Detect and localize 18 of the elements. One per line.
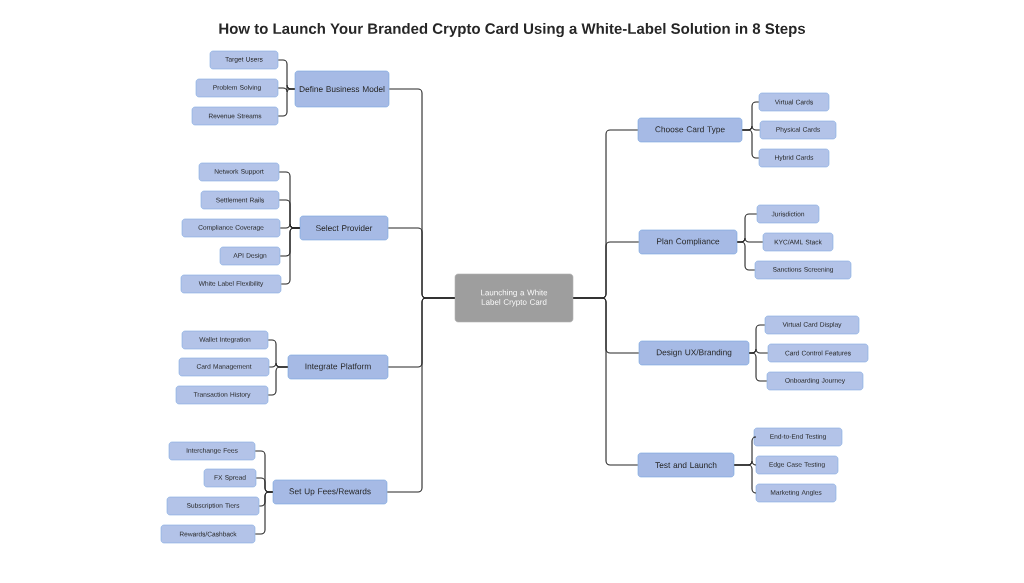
connector <box>572 297 639 466</box>
connector <box>733 464 757 494</box>
step-box: Test and Launch <box>637 452 735 478</box>
connector <box>277 88 296 117</box>
step-box: Plan Compliance <box>638 229 738 255</box>
connector <box>386 297 456 493</box>
step-box: Select Provider <box>299 215 389 241</box>
step-box: Set Up Fees/Rewards <box>272 479 388 505</box>
central-box: Launching a White Label Crypto Card <box>454 273 574 323</box>
step-box: Design UX/Branding <box>638 340 750 366</box>
connector <box>254 491 274 535</box>
connector <box>280 227 301 285</box>
connector <box>267 366 289 396</box>
step-box: Choose Card Type <box>637 117 743 143</box>
step-box: Integrate Platform <box>287 354 389 380</box>
title: How to Launch Your Branded Crypto Card Using a White-Label Solution in 8 Steps <box>219 22 805 37</box>
step-box: Define Business Model <box>294 70 390 108</box>
connector <box>736 241 756 271</box>
